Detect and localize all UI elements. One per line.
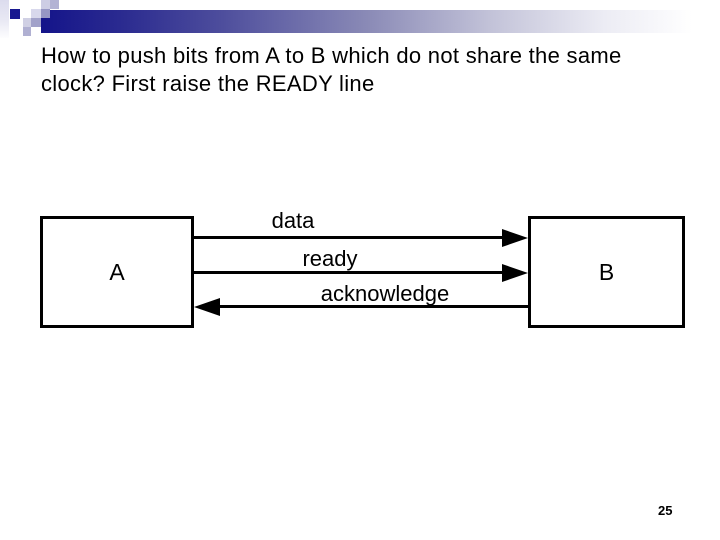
pixel-square [31,9,41,18]
signal-line-acknowledge [219,305,528,308]
pixel-square [23,18,31,27]
left-edge-strip [0,0,9,38]
node-b-label: B [598,258,615,285]
signal-line-data [194,236,505,239]
slide-title: How to push bits from A to B which do no… [41,42,706,98]
page-number: 25 [658,503,673,518]
signal-line-ready [194,271,505,274]
pixel-square [41,9,50,18]
slide-title-line-1: How to push bits from A to B which do no… [41,43,622,68]
pixel-square [23,27,31,36]
signal-label-data: data [271,208,315,233]
arrowhead-right-ready [502,264,528,282]
pixel-square-navy [10,9,20,19]
node-box-b: B [528,216,685,328]
pixel-square [50,0,59,9]
pixel-square [31,18,41,27]
pixel-square [41,0,50,9]
arrowhead-right-data [502,229,528,247]
slide-title-line-2: clock? First raise the READY line [41,71,375,96]
header-gradient-bar [41,10,720,33]
signal-label-ready: ready [302,246,358,271]
node-a-label: A [109,258,125,285]
node-box-a: A [40,216,194,328]
arrowhead-left-acknowledge [194,298,220,316]
signal-label-acknowledge: acknowledge [320,281,450,306]
